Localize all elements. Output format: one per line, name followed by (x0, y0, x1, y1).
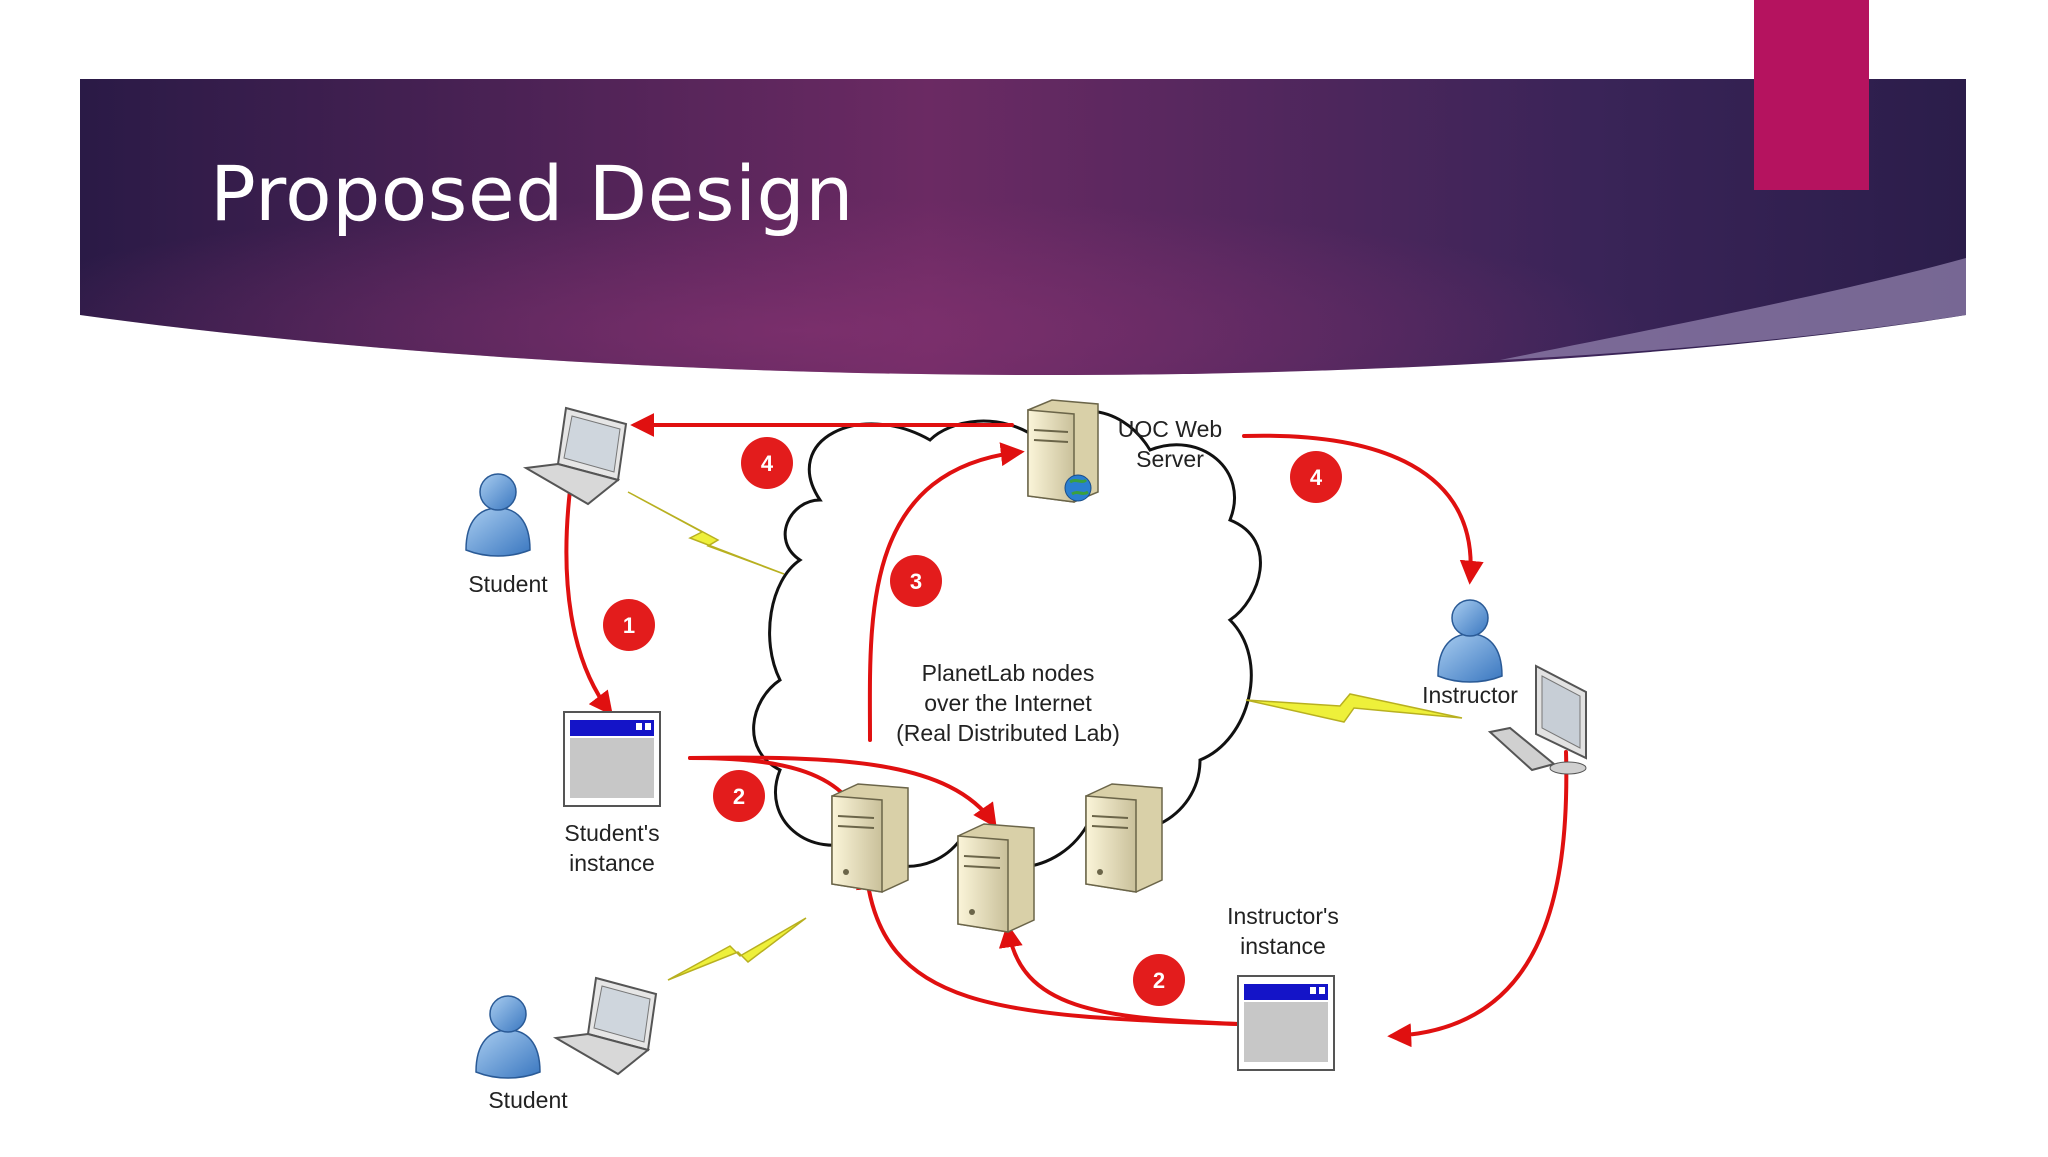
svg-text:2: 2 (733, 784, 745, 809)
accent-tab (1754, 0, 1869, 190)
arrow-step-3 (867, 442, 1025, 742)
arrow-step-2-up-a (855, 865, 1240, 1026)
svg-text:1: 1 (623, 613, 635, 638)
lightning-icon (627, 491, 785, 575)
label-instructor-instance: Instructor's instance (1227, 903, 1339, 959)
person-icon (465, 473, 531, 557)
planetlab-node-icon (957, 823, 1035, 933)
svg-text:4: 4 (1310, 465, 1323, 490)
label-line: Instructor (1422, 682, 1518, 708)
label-line: Student (468, 571, 548, 597)
arrow-instructor-down (1387, 750, 1569, 1048)
label-line: instance (569, 850, 655, 876)
step-badge: 3 (890, 555, 942, 607)
slide-title: Proposed Design (210, 149, 854, 238)
instructor-instance-window-icon (1237, 975, 1335, 1071)
person-icon (475, 995, 541, 1079)
step-badge: 2 (1133, 954, 1185, 1006)
svg-text:2: 2 (1153, 968, 1165, 993)
label-student-instance: Student's instance (564, 820, 659, 876)
flow-arrows (564, 413, 1569, 1048)
planetlab-node-icon (831, 783, 909, 893)
laptop-icon (552, 976, 658, 1076)
arrow-step-2-up-b (998, 923, 1240, 1026)
label-line: instance (1240, 933, 1326, 959)
label-student-top: Student (468, 571, 548, 597)
label-line: Instructor's (1227, 903, 1339, 929)
arrow-step-4-right (1242, 433, 1484, 585)
label-cloud: PlanetLab nodes over the Internet (Real Di… (896, 660, 1120, 746)
step-badge: 1 (603, 599, 655, 651)
arrow-step-2-b (688, 755, 997, 828)
internet-cloud (752, 409, 1262, 870)
step-badge: 2 (713, 770, 765, 822)
lightning-icon (1245, 693, 1463, 723)
label-line: Student (488, 1087, 568, 1113)
svg-text:3: 3 (910, 569, 922, 594)
label-line: Server (1136, 446, 1204, 472)
uoc-server-icon (1027, 399, 1099, 503)
desktop-computer-icon (1487, 664, 1587, 775)
label-student-bottom: Student (488, 1087, 568, 1113)
student-instance-window-icon (563, 711, 661, 807)
label-line: PlanetLab nodes (922, 660, 1095, 686)
arrow-step-1 (564, 488, 613, 716)
planetlab-node-icon (1085, 783, 1163, 893)
label-line: UOC Web (1118, 416, 1222, 442)
svg-text:4: 4 (761, 451, 774, 476)
lightning-icon (667, 917, 807, 981)
title-banner (80, 79, 1966, 376)
step-badges: 1 2 2 3 4 4 (603, 437, 1342, 1006)
step-badge: 4 (741, 437, 793, 489)
label-line: over the Internet (924, 690, 1092, 716)
person-icon (1437, 599, 1503, 683)
laptop-icon (522, 406, 628, 506)
step-badge: 4 (1290, 451, 1342, 503)
label-instructor: Instructor (1422, 682, 1518, 708)
label-line: Student's (564, 820, 659, 846)
label-line: (Real Distributed Lab) (896, 720, 1120, 746)
wireless-links (627, 491, 1463, 981)
